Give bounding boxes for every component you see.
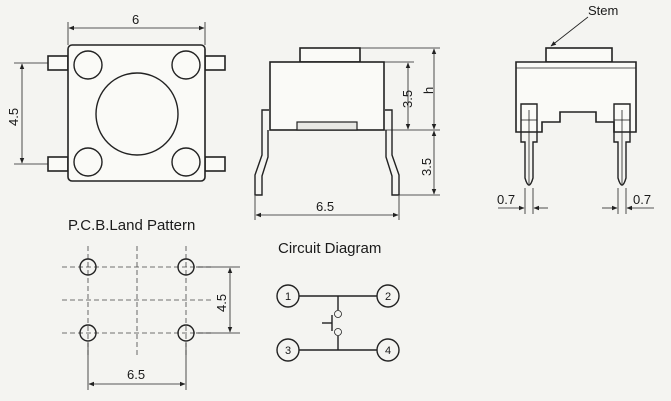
land-pattern-title: P.C.B.Land Pattern bbox=[68, 217, 195, 234]
circuit-pin-1: 1 bbox=[285, 291, 291, 303]
side-view-width-label: 6.5 bbox=[316, 199, 334, 214]
side-view: 3.5 h 3.5 6.5 bbox=[254, 47, 440, 220]
stem-label: Stem bbox=[588, 3, 618, 18]
side-view-lower-label: 3.5 bbox=[419, 158, 434, 176]
end-view-right-pin-label: 0.7 bbox=[633, 192, 651, 207]
top-view: 6 4.5 bbox=[6, 12, 226, 182]
end-view-left-pin-label: 0.7 bbox=[497, 192, 515, 207]
circuit-pin-4: 4 bbox=[385, 345, 391, 357]
side-view-h-label: h bbox=[421, 87, 436, 94]
land-pattern-width-label: 6.5 bbox=[127, 367, 145, 382]
circuit-title: Circuit Diagram bbox=[278, 240, 381, 257]
land-pattern-height-label: 4.5 bbox=[214, 294, 229, 312]
side-view-upper-label: 3.5 bbox=[400, 90, 415, 108]
circuit-pin-3: 3 bbox=[285, 345, 291, 357]
pcb-land-pattern: P.C.B.Land Pattern 4.5 6.5 bbox=[62, 217, 240, 390]
end-view: Stem 0.7 0.7 bbox=[497, 3, 654, 214]
top-view-width-label: 6 bbox=[132, 12, 139, 27]
circuit-pin-2: 2 bbox=[385, 291, 391, 303]
top-view-height-label: 4.5 bbox=[6, 108, 21, 126]
circuit-diagram: Circuit Diagram 1 2 3 4 bbox=[276, 240, 400, 362]
